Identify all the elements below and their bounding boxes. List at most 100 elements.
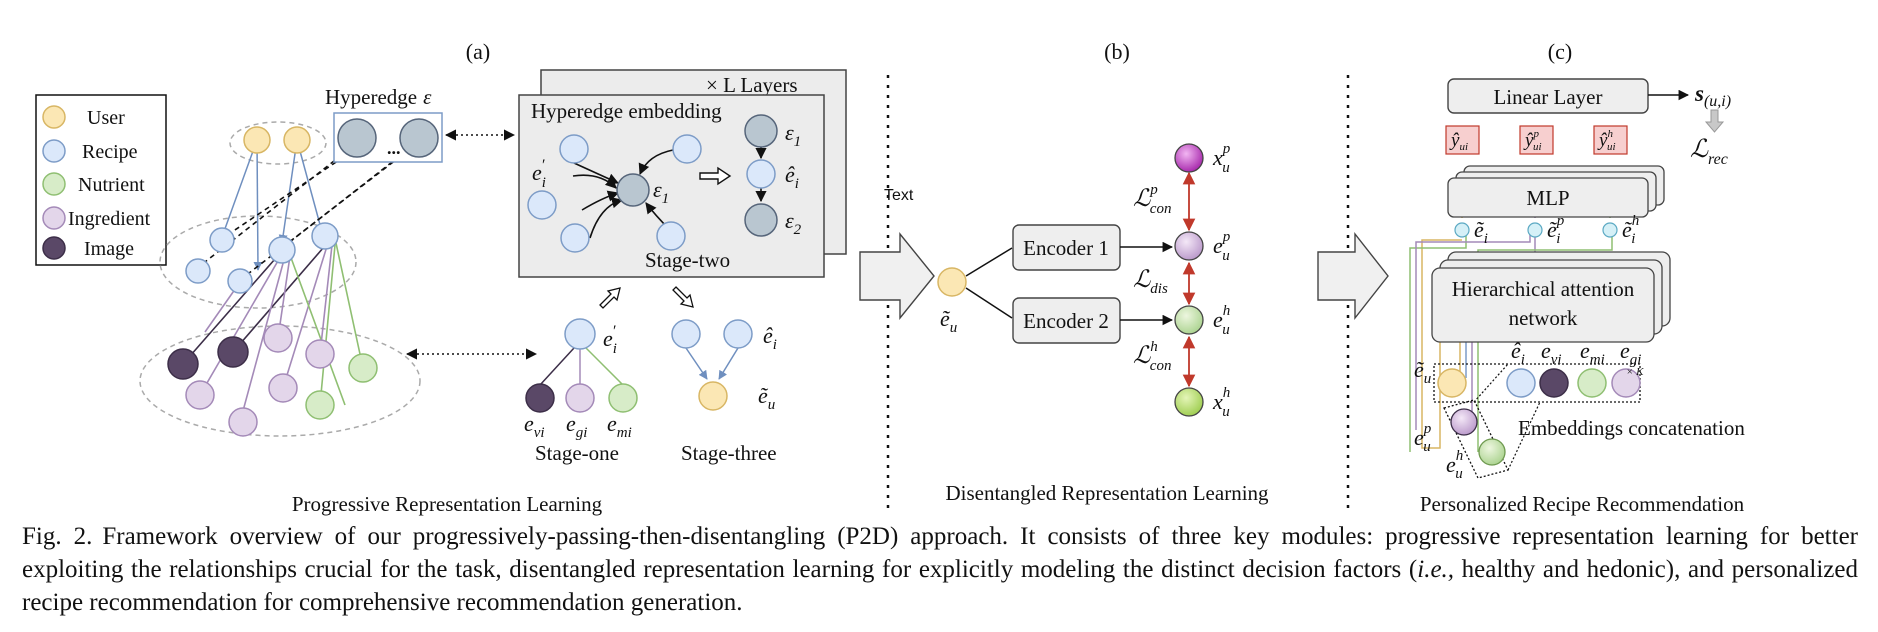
nutrient-node (305, 390, 335, 420)
recipe-node (672, 134, 702, 164)
panel-c-caption: Personalized Recipe Recommendation (1420, 492, 1745, 516)
stage-three-graph: êi ẽu Stage-three (671, 319, 777, 465)
nutrient-node (608, 383, 638, 413)
figure-caption: Fig. 2.Framework overview of our progres… (22, 520, 1858, 619)
mlp-box (1447, 177, 1649, 218)
recipe-node (268, 236, 296, 264)
eps1-label: ε1 (785, 120, 801, 150)
concat-e-tilde-u-label: ẽu (1414, 357, 1431, 387)
concat-e-mi-label: emi (1580, 338, 1605, 368)
ingredient-node (305, 339, 335, 369)
eps1-center-label: ε1 (653, 177, 669, 207)
e-vi-label: evi (524, 411, 545, 441)
nutrient-node (348, 353, 378, 383)
recipe-node (527, 190, 557, 220)
linear-layer-label: Linear Layer (1493, 85, 1602, 109)
e-u-h-node (1174, 305, 1204, 335)
user-node (283, 126, 311, 154)
legend-item-user: User (42, 105, 125, 129)
recipe-links (195, 142, 411, 281)
legend-item-nutrient: Nutrient (42, 172, 145, 196)
encoder-input-edges (965, 247, 1013, 319)
l-dis-label: ℒdis (1133, 267, 1168, 297)
caption-lead: Fig. 2. (22, 523, 93, 550)
stage-two-edges (572, 146, 767, 239)
han-label-line1: Hierarchical attention (1452, 277, 1635, 301)
ingredient-node (228, 407, 258, 437)
legend-label-image: Image (84, 238, 134, 260)
image-node (1539, 368, 1569, 398)
e-u-p-node (1174, 231, 1204, 261)
image-node (525, 383, 555, 413)
concat-guide (1507, 401, 1541, 471)
recipe-node (209, 227, 235, 253)
hollow-arrow-icon (699, 166, 732, 186)
image-node (167, 348, 199, 380)
caption-ie: i.e., (1417, 556, 1455, 583)
loss-down-arrow-icon (1704, 109, 1725, 133)
ingredient-node (185, 380, 215, 410)
recipe-node (564, 318, 596, 350)
embeddings-concatenation-label: Embeddings concatenation (1518, 416, 1745, 440)
stage-one-to-two-arrow-icon (599, 287, 621, 309)
e-tilde-u-label: ẽu (940, 306, 957, 336)
recipe-node (311, 222, 339, 250)
encoder1-label: Encoder 1 (1023, 236, 1109, 260)
stage-one-e-i-prime-label: ei′ (603, 323, 617, 357)
linear-layer-box (1447, 78, 1649, 114)
hyperedge-embedding-label: Hyperedge embedding (531, 99, 722, 123)
e-mi-label: emi (607, 411, 632, 441)
x-u-h-node (1174, 387, 1204, 417)
panel-a-tag: (a) (466, 39, 490, 64)
panel-b-caption: Disentangled Representation Learning (945, 481, 1269, 505)
text-tag: Text (884, 187, 914, 204)
recipe-layer-ellipse (159, 215, 357, 309)
recipe-node (227, 268, 253, 294)
hyperedge-ellipsis: ... (387, 138, 401, 158)
user-node (937, 267, 967, 297)
caption-text-part2: healthy and hedonic), and personalized r… (22, 556, 1859, 616)
stage-one-graph: ei′ evi egi emi Stage-one (524, 318, 638, 465)
eps2-label: ε2 (785, 208, 802, 238)
hyperedge-node (744, 114, 778, 148)
mlp-label: MLP (1526, 186, 1569, 210)
e-tilde-i-label: ẽi (1474, 217, 1488, 247)
y-hat-h-box (1593, 125, 1628, 155)
y-hat-p-box (1519, 125, 1554, 155)
user-node (243, 126, 271, 154)
user-layer-ellipse (229, 121, 327, 165)
mlp-input-node (1527, 222, 1543, 238)
y-hat-box (1445, 125, 1480, 155)
legend-item-image: Image (42, 236, 134, 260)
caption-text-part1: Framework overview of our progressively-… (22, 523, 1858, 583)
recipe-node (560, 223, 590, 253)
stage-three-e-hat-label: êi (763, 323, 777, 353)
mlp-input-node (1602, 222, 1618, 238)
framework-figure: (a) (b) (c) User Recipe Nutrient Ingredi… (35, 39, 1745, 516)
panel-c-tag: (c) (1548, 39, 1572, 64)
concat-e-vi-label: evi (1541, 338, 1562, 368)
concat-guide (1473, 363, 1509, 403)
hyperedge-node (616, 173, 650, 207)
concat-e-gi-label: egi (1620, 338, 1641, 368)
score-label: s(u,i) (1694, 81, 1731, 110)
user-recipe-edges (220, 139, 325, 271)
block-arrow-b-to-c (1317, 231, 1389, 321)
legend-item-ingredient: Ingredient (42, 206, 151, 230)
han-box (1431, 267, 1655, 343)
panel-a-caption: Progressive Representation Learning (292, 492, 603, 516)
times-k-label: × K (1626, 366, 1644, 378)
legend-label-recipe: Recipe (82, 141, 138, 163)
